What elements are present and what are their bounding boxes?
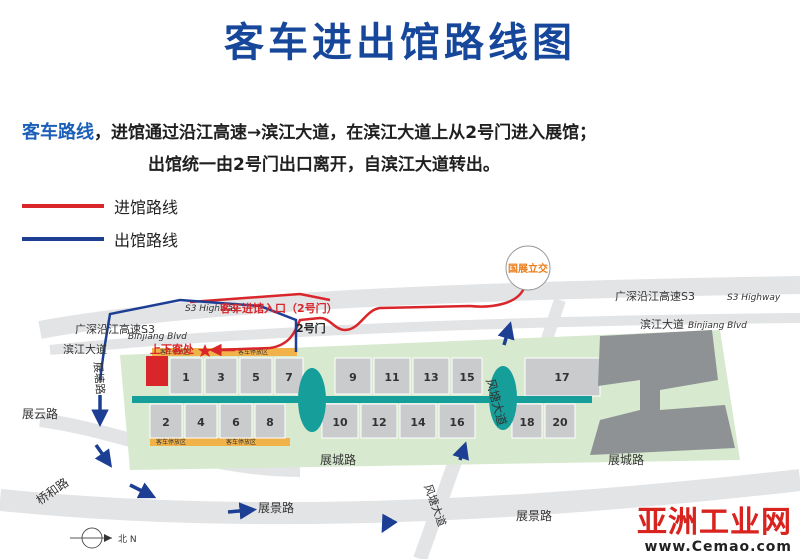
hall-label-18: 18 bbox=[519, 416, 534, 429]
hall-8 bbox=[254, 403, 286, 439]
hall-label-11: 11 bbox=[384, 371, 399, 384]
exit-route bbox=[98, 298, 298, 381]
hall-label-16: 16 bbox=[449, 416, 465, 429]
dropoff-label: 上下客处 bbox=[150, 342, 195, 356]
arrow-up-1 bbox=[452, 441, 469, 461]
legend-entry: 进馆路线 bbox=[22, 195, 178, 217]
dropoff-area bbox=[146, 356, 168, 386]
entry-route-expressway bbox=[189, 292, 331, 304]
legend-exit: 出馆路线 bbox=[22, 228, 178, 250]
road-binjiang-left-en: Binjiang Blvd bbox=[128, 332, 187, 342]
central-axis bbox=[132, 396, 592, 403]
route-description-line1: 客车路线，进馆通过沿江高速→滨江大道，在滨江大道上从2号门进入展馆； bbox=[22, 122, 597, 143]
hall-20 bbox=[544, 403, 576, 439]
hall-16 bbox=[438, 403, 476, 439]
hall-label-14: 14 bbox=[410, 416, 426, 429]
road-expressway-right: 广深沿江高速S3 bbox=[615, 289, 695, 303]
entry-route bbox=[214, 284, 527, 352]
hall-label-15: 15 bbox=[459, 371, 474, 384]
hall-10 bbox=[321, 403, 359, 439]
hall-4 bbox=[184, 403, 218, 439]
arrow-up-2 bbox=[497, 321, 515, 346]
arrow-down-3 bbox=[381, 513, 398, 534]
road-zhanjing-2: 展景路 bbox=[516, 508, 552, 523]
hall-label-8: 8 bbox=[266, 416, 274, 429]
parking-label-2: 客车停放区 bbox=[238, 348, 268, 356]
bus-parking-bottom bbox=[150, 438, 290, 446]
legend-exit-label: 出馆路线 bbox=[114, 231, 179, 250]
watermark-brand: 亚洲工业网 bbox=[637, 505, 792, 540]
north-label: 北 N bbox=[118, 534, 137, 545]
hall-12 bbox=[360, 403, 398, 439]
legend-entry-label: 进馆路线 bbox=[114, 198, 179, 217]
road-expressway-right-en: S3 Highway bbox=[727, 293, 781, 303]
road-expressway-left-en: S3 Highway bbox=[185, 304, 239, 314]
hall-label-10: 10 bbox=[332, 416, 348, 429]
connector-west bbox=[298, 368, 326, 432]
legend-exit-line bbox=[22, 237, 104, 241]
hall-label-3: 3 bbox=[217, 371, 225, 384]
hall-6 bbox=[219, 403, 253, 439]
hall-label-9: 9 bbox=[349, 371, 357, 384]
north-arrow-icon bbox=[70, 527, 112, 549]
hall-15 bbox=[451, 357, 483, 395]
hall-label-6: 6 bbox=[232, 416, 240, 429]
hall-label-2: 2 bbox=[162, 416, 170, 429]
legend-entry-line bbox=[22, 204, 104, 208]
hall-label-17: 17 bbox=[554, 371, 569, 384]
hall-17 bbox=[524, 357, 601, 397]
road-zhanyun: 展云路 bbox=[22, 406, 58, 421]
road-binjiang-right: 滨江大道 bbox=[640, 317, 684, 331]
arrow-down-2 bbox=[94, 443, 113, 468]
road-zhancheng-1: 展城路 bbox=[320, 452, 356, 467]
hall-11 bbox=[373, 357, 411, 395]
parking-label-1: 客车停放区 bbox=[160, 348, 190, 356]
parking-label-3: 客车停放区 bbox=[156, 438, 186, 446]
hall-1 bbox=[169, 357, 203, 395]
road-zhanding: 展塘路 bbox=[91, 361, 108, 395]
hall-13 bbox=[412, 357, 450, 395]
connector-east bbox=[489, 366, 517, 430]
dropoff-star-icon bbox=[198, 344, 212, 357]
arrow-right-2 bbox=[227, 502, 257, 520]
road-expressway-left: 广深沿江高速S3 bbox=[75, 322, 155, 336]
hall-label-12: 12 bbox=[371, 416, 386, 429]
hall-label-20: 20 bbox=[552, 416, 568, 429]
hall-label-5: 5 bbox=[252, 371, 260, 384]
halls-bottom-row bbox=[149, 403, 576, 439]
hall-label-13: 13 bbox=[423, 371, 438, 384]
hall-2 bbox=[149, 403, 183, 439]
hall-3 bbox=[204, 357, 238, 395]
interchange-label: 国展立交 bbox=[508, 262, 548, 275]
watermark-url: www.Cemao.com bbox=[644, 539, 792, 555]
hall-label-4: 4 bbox=[197, 416, 205, 429]
hall-label-7: 7 bbox=[285, 371, 293, 384]
hall-14 bbox=[399, 403, 437, 439]
hall-9 bbox=[334, 357, 372, 395]
hall-18 bbox=[511, 403, 543, 439]
parking-label-4: 客车停放区 bbox=[226, 438, 256, 446]
route-description-line2: 出馆统一由2号门出口离开，自滨江大道转出。 bbox=[148, 155, 500, 175]
halls-top-row bbox=[169, 357, 601, 397]
bus-parking-top bbox=[152, 348, 297, 356]
watermark: 亚洲工业网 www.Cemao.com bbox=[637, 505, 792, 556]
page-title: 客车进出馆路线图 bbox=[224, 20, 576, 66]
interchange-marker bbox=[505, 245, 551, 291]
arrow-right-1 bbox=[129, 482, 157, 499]
route-label: 客车路线 bbox=[22, 122, 94, 143]
road-binjiang-right-en: Binjiang Blvd bbox=[688, 321, 747, 331]
hall-7 bbox=[274, 357, 304, 395]
large-building bbox=[590, 330, 735, 455]
road-zhanjing-1: 展景路 bbox=[258, 500, 294, 515]
hall-5 bbox=[239, 357, 273, 395]
road-binjiang-left: 滨江大道 bbox=[63, 342, 107, 356]
hall-label-1: 1 bbox=[182, 371, 190, 384]
direction-arrows bbox=[91, 321, 515, 534]
road-zhancheng-2: 展城路 bbox=[608, 452, 644, 467]
gate-2-label: 2号门 bbox=[296, 321, 326, 335]
entrance-label: 客车进馆入口（2号门） bbox=[219, 301, 338, 315]
